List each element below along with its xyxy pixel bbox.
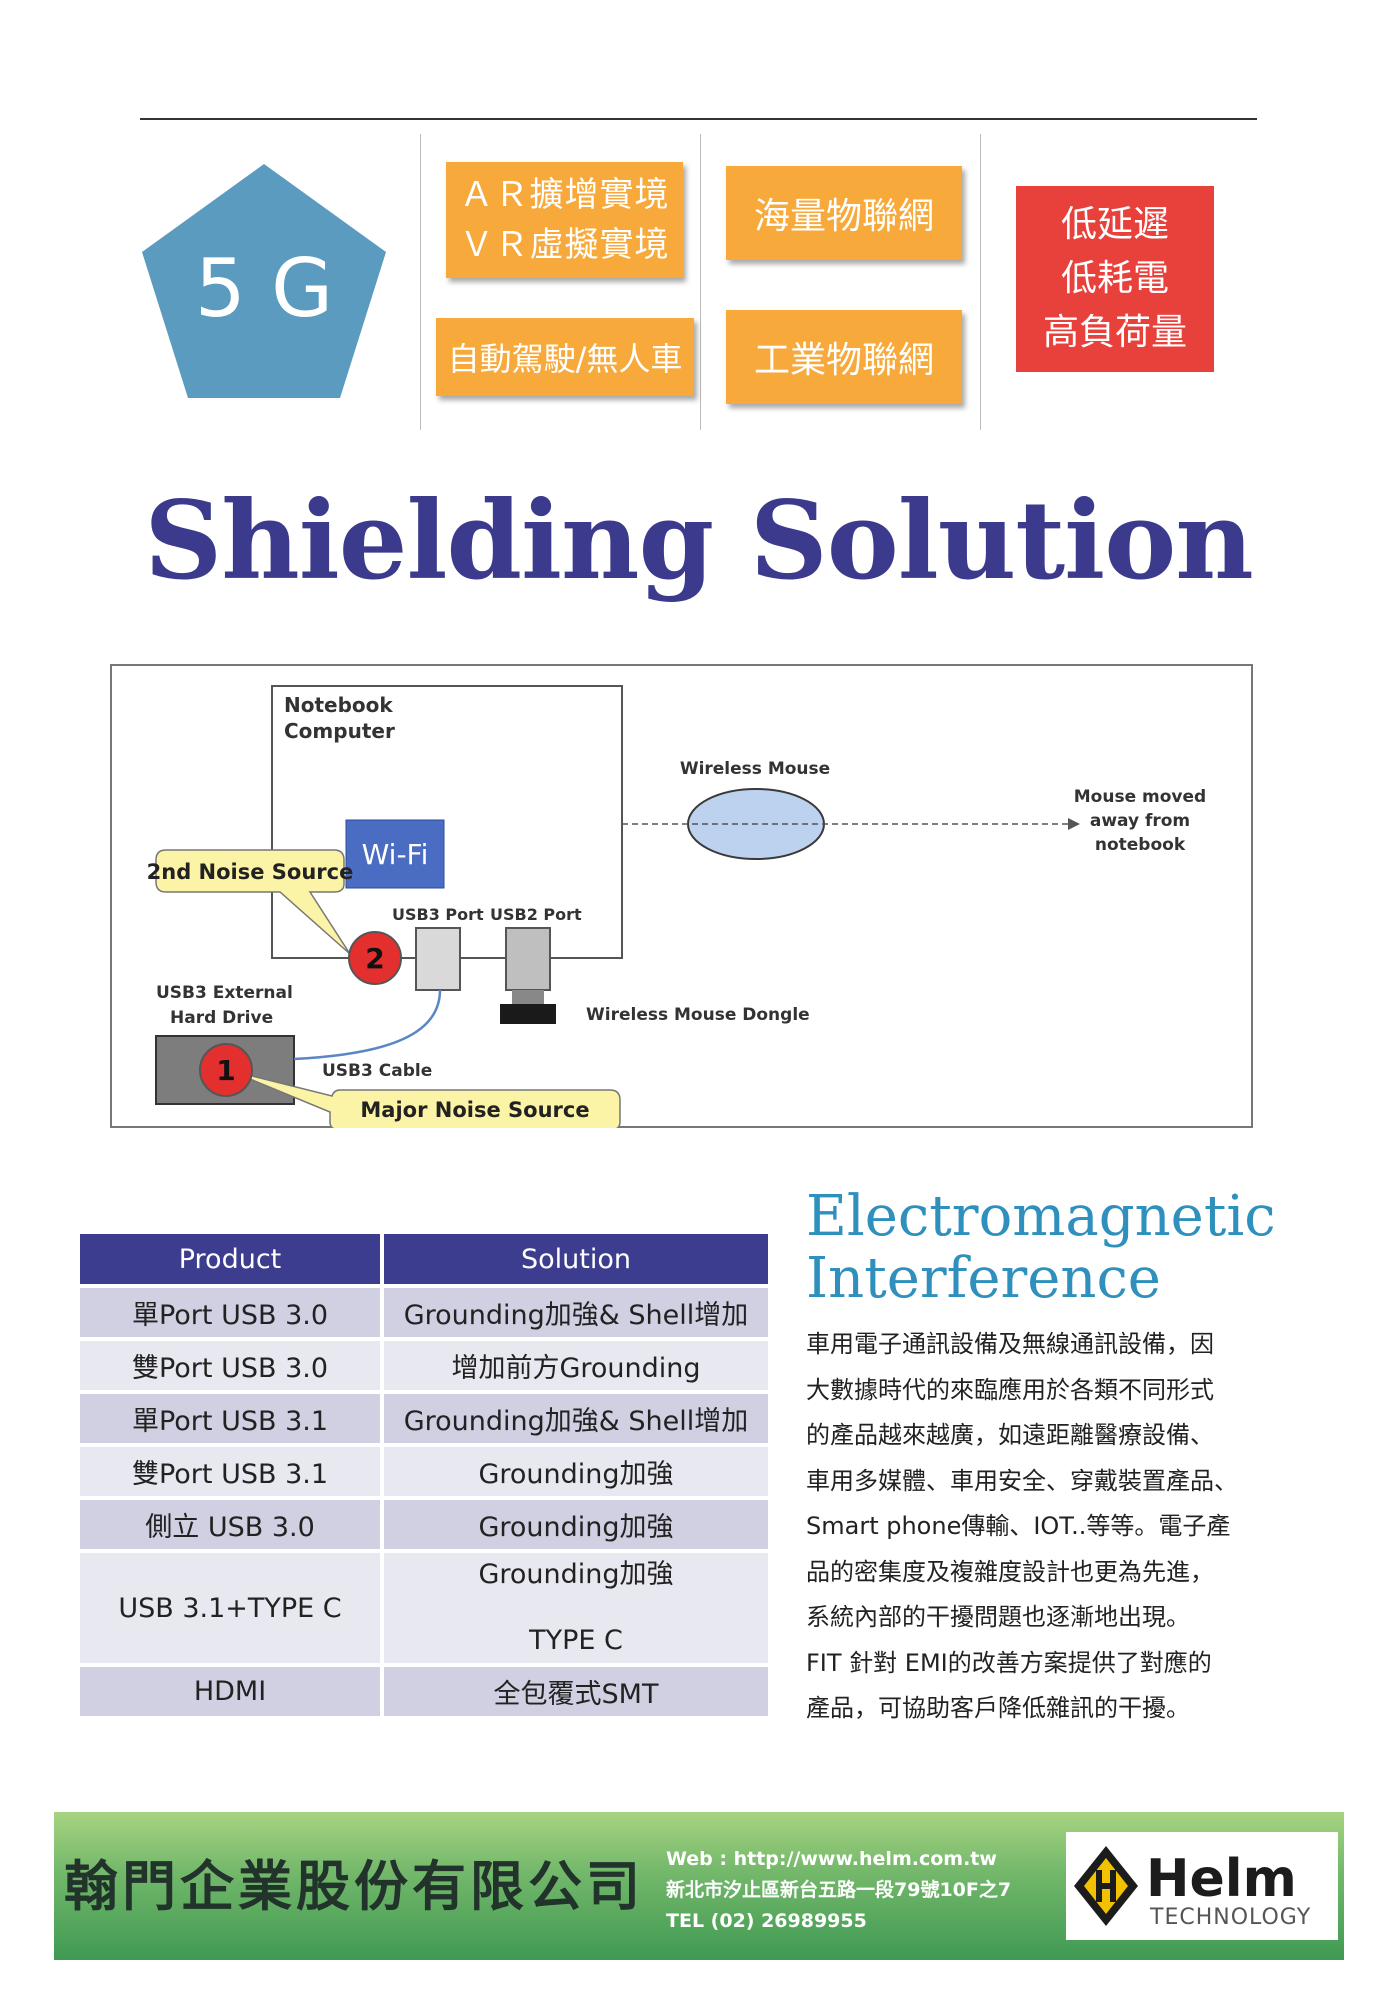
feature-industrial-iot: 工業物聯網: [753, 340, 934, 381]
emi-body-line: 大數據時代的來臨應用於各類不同形式: [806, 1375, 1214, 1404]
header-product: Product: [80, 1234, 380, 1284]
wifi-label: Wi-Fi: [362, 838, 429, 871]
callout-major-noise: [227, 1069, 621, 1128]
product-cell: 單Port USB 3.1: [80, 1394, 380, 1443]
product-cell: HDMI: [80, 1667, 380, 1716]
feature-ar: ＡＲ擴增實境: [459, 175, 670, 215]
solution-cell: Grounding加強: [384, 1500, 768, 1549]
noise-marker-1: [199, 1043, 253, 1097]
emi-body-line: 車用多媒體、車用安全、穿戴裝置產品、: [806, 1466, 1238, 1495]
feature-box-massive-iot: 海量物聯網: [726, 166, 962, 260]
5g-pentagon-badge: 5 G: [138, 160, 390, 402]
solution-cell: Grounding加強: [384, 1447, 768, 1496]
address: 新北市汐止區新台五路一段79號10F之7: [666, 1879, 1012, 1901]
helm-logo: Helm TECHNOLOGY: [1066, 1832, 1338, 1940]
column-divider: [420, 134, 421, 430]
product-cell: 雙Port USB 3.1: [80, 1447, 380, 1496]
dongle-label: Wireless Mouse Dongle: [586, 1005, 810, 1025]
trait-low-power: 低耗電: [1060, 258, 1169, 299]
emi-body-line: 的產品越來越廣，如遠距離醫療設備、: [806, 1421, 1214, 1449]
noise-diagram: Notebook Computer Wi-Fi USB3 Port USB2 P…: [110, 664, 1253, 1128]
feature-box-ar-vr: ＡＲ擴增實境 ＶＲ虛擬實境: [446, 162, 683, 278]
mouse-moved-2: away from: [1090, 811, 1190, 831]
emi-body-line: 產品，可協助客戶降低雜訊的干擾。: [806, 1694, 1190, 1722]
wifi-box: [345, 819, 445, 889]
feature-massive-iot: 海量物聯網: [753, 196, 934, 237]
table-row: 雙Port USB 3.0 增加前方Grounding: [80, 1341, 768, 1390]
table-row: 單Port USB 3.0 Grounding加強& Shell增加: [80, 1288, 768, 1337]
noise-marker-1-label: 1: [216, 1054, 235, 1087]
emi-body-line: 車用電子通訊設備及無線通訊設備，因: [806, 1330, 1214, 1358]
emi-body: 車用電子通訊設備及無線通訊設備，因 大數據時代的來臨應用於各類不同形式 的產品越…: [806, 1322, 1286, 1732]
solution-line: TYPE C: [529, 1625, 623, 1656]
emi-body-line: FIT 針對 EMI的改善方案提供了對應的: [806, 1648, 1212, 1677]
mouse-moved-3: notebook: [1095, 835, 1186, 855]
wireless-mouse-label: Wireless Mouse: [680, 759, 830, 779]
trait-high-load: 高負荷量: [1042, 312, 1187, 353]
notebook-label-1: Notebook: [284, 693, 393, 717]
mouse-moved-1: Mouse moved: [1074, 787, 1206, 807]
hard-drive-label-2: Hard Drive: [170, 1008, 273, 1028]
feature-box-traits: 低延遲 低耗電 高負荷量: [1016, 186, 1214, 372]
footer-banner: 翰門企業股份有限公司 Web : http://www.helm.com.tw …: [54, 1812, 1344, 1960]
logo-text: Helm: [1146, 1849, 1297, 1909]
solution-cell: 增加前方Grounding: [384, 1341, 768, 1390]
solution-line: Grounding加強: [478, 1559, 674, 1590]
table-row: 側立 USB 3.0 Grounding加強: [80, 1500, 768, 1549]
product-solution-table: Product Solution 單Port USB 3.0 Grounding…: [76, 1230, 772, 1720]
web-url[interactable]: Web : http://www.helm.com.tw: [666, 1848, 997, 1870]
page-title: Shielding Solution: [144, 478, 1254, 604]
usb2-port-label: USB2 Port: [490, 905, 582, 924]
dongle-body: [500, 1004, 556, 1024]
solution-cell: 全包覆式SMT: [384, 1667, 768, 1716]
header-solution: Solution: [384, 1234, 768, 1284]
solution-cell: Grounding加強& Shell增加: [384, 1394, 768, 1443]
solution-cell: Grounding加強& Shell增加: [384, 1288, 768, 1337]
feature-autonomous: 自動駕駛/無人車: [447, 340, 683, 378]
notebook-label-2: Computer: [284, 719, 395, 743]
hard-drive-label-1: USB3 External: [156, 983, 293, 1003]
column-divider: [980, 134, 981, 430]
emi-body-line: Smart phone傳輸、IOT..等等。電子產: [806, 1512, 1231, 1540]
table-row: USB 3.1+TYPE C Grounding加強 TYPE C: [80, 1553, 768, 1663]
column-divider: [700, 134, 701, 430]
usb3-port: [415, 927, 461, 991]
table-row: HDMI 全包覆式SMT: [80, 1667, 768, 1716]
feature-box-industrial-iot: 工業物聯網: [726, 310, 962, 404]
callout-2nd-noise: [155, 849, 351, 955]
noise-marker-2-label: 2: [365, 942, 384, 975]
emi-heading: Electromagnetic Interference: [806, 1186, 1366, 1310]
table-header-row: Product Solution: [80, 1234, 768, 1284]
emi-body-line: 品的密集度及複雜度設計也更為先進，: [806, 1557, 1214, 1586]
emi-heading-line: Interference: [806, 1246, 1161, 1311]
dongle-neck: [512, 990, 544, 1004]
product-cell: 單Port USB 3.0: [80, 1288, 380, 1337]
callout-2nd-noise-label: 2nd Noise Source: [147, 860, 354, 884]
solution-cell: Grounding加強 TYPE C: [384, 1553, 768, 1663]
trait-low-latency: 低延遲: [1060, 204, 1169, 245]
usb3-port-label: USB3 Port: [392, 905, 484, 924]
emi-body-line: 系統內部的干擾問題也逐漸地出現。: [806, 1603, 1190, 1631]
usb3-cable-label: USB3 Cable: [322, 1061, 432, 1081]
logo-subtext: TECHNOLOGY: [1149, 1905, 1311, 1930]
signal-arrowhead: [1068, 818, 1080, 830]
table-row: 雙Port USB 3.1 Grounding加強: [80, 1447, 768, 1496]
usb3-cable-line: [293, 989, 442, 1061]
product-cell: 雙Port USB 3.0: [80, 1341, 380, 1390]
callout-major-noise-label: Major Noise Source: [360, 1098, 589, 1122]
product-cell: 側立 USB 3.0: [80, 1500, 380, 1549]
top-rule: [140, 118, 1257, 120]
emi-heading-line: Electromagnetic: [806, 1184, 1276, 1249]
telephone: TEL (02) 26989955: [666, 1910, 867, 1932]
noise-marker-2: [348, 931, 402, 985]
usb2-port: [505, 927, 551, 991]
feature-box-autonomous: 自動駕駛/無人車: [436, 318, 694, 396]
feature-vr: ＶＲ虛擬實境: [459, 225, 670, 265]
table-row: 單Port USB 3.1 Grounding加強& Shell增加: [80, 1394, 768, 1443]
product-cell: USB 3.1+TYPE C: [80, 1553, 380, 1663]
company-name: 翰門企業股份有限公司: [64, 1855, 644, 1918]
5g-label: 5 G: [195, 242, 333, 335]
contact-info: Web : http://www.helm.com.tw 新北市汐止區新台五路一…: [666, 1844, 1011, 1937]
